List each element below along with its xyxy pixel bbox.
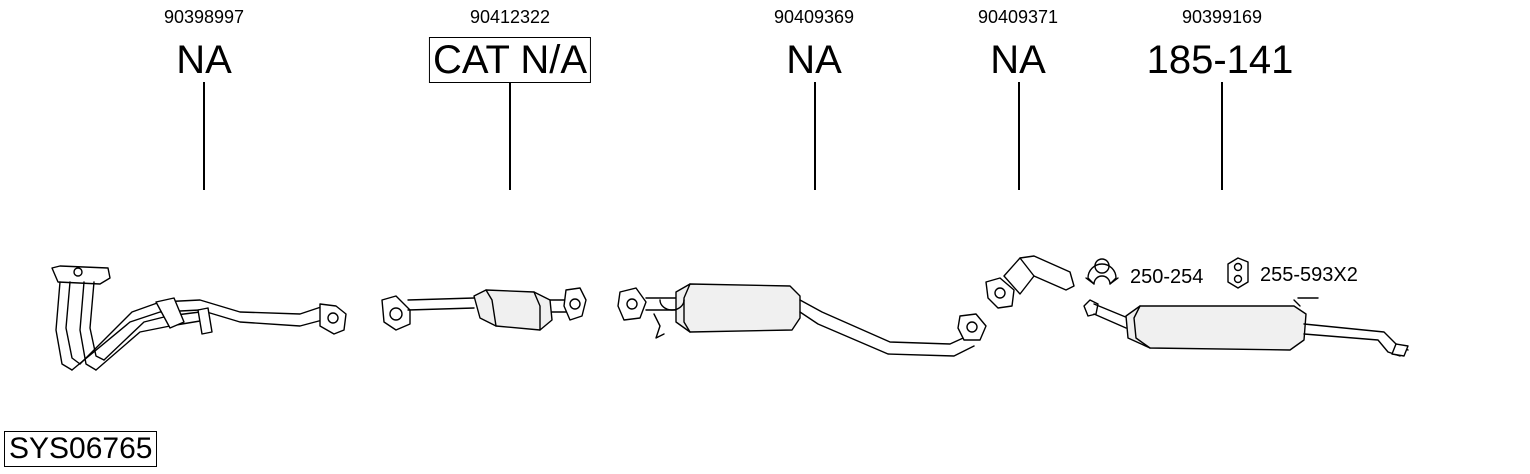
rubber-hanger-icon[interactable] — [1227, 257, 1249, 289]
catalytic-converter-drawing[interactable] — [381, 287, 587, 331]
intermediate-pipe-drawing[interactable] — [985, 255, 1075, 309]
front-pipe-manifold-drawing[interactable] — [51, 265, 347, 371]
part-5-leader-line — [1221, 82, 1223, 190]
rubber-hanger-ref[interactable]: 255-593X2 — [1260, 264, 1358, 286]
part-1-oe-number: 90398997 — [163, 7, 245, 27]
clamp-icon[interactable] — [1085, 258, 1119, 285]
part-1-leader-line — [203, 82, 205, 190]
part-5-ref[interactable]: 185-141 — [1146, 38, 1294, 82]
system-code: SYS06765 — [4, 431, 158, 467]
part-2-leader-line — [509, 82, 511, 190]
part-4-oe-number: 90409371 — [977, 7, 1059, 27]
middle-silencer-drawing[interactable] — [617, 283, 987, 357]
rear-silencer-drawing[interactable] — [1083, 297, 1409, 357]
part-2-oe-number: 90412322 — [469, 7, 551, 27]
part-3-leader-line — [814, 82, 816, 190]
part-1-ref[interactable]: NA — [176, 38, 232, 82]
clamp-ref[interactable]: 250-254 — [1130, 266, 1204, 288]
part-3-ref[interactable]: NA — [786, 38, 842, 82]
part-4-ref[interactable]: NA — [990, 38, 1046, 82]
part-2-ref[interactable]: CAT N/A — [428, 37, 592, 83]
part-3-oe-number: 90409369 — [773, 7, 855, 27]
part-4-leader-line — [1018, 82, 1020, 190]
part-5-oe-number: 90399169 — [1181, 7, 1263, 27]
